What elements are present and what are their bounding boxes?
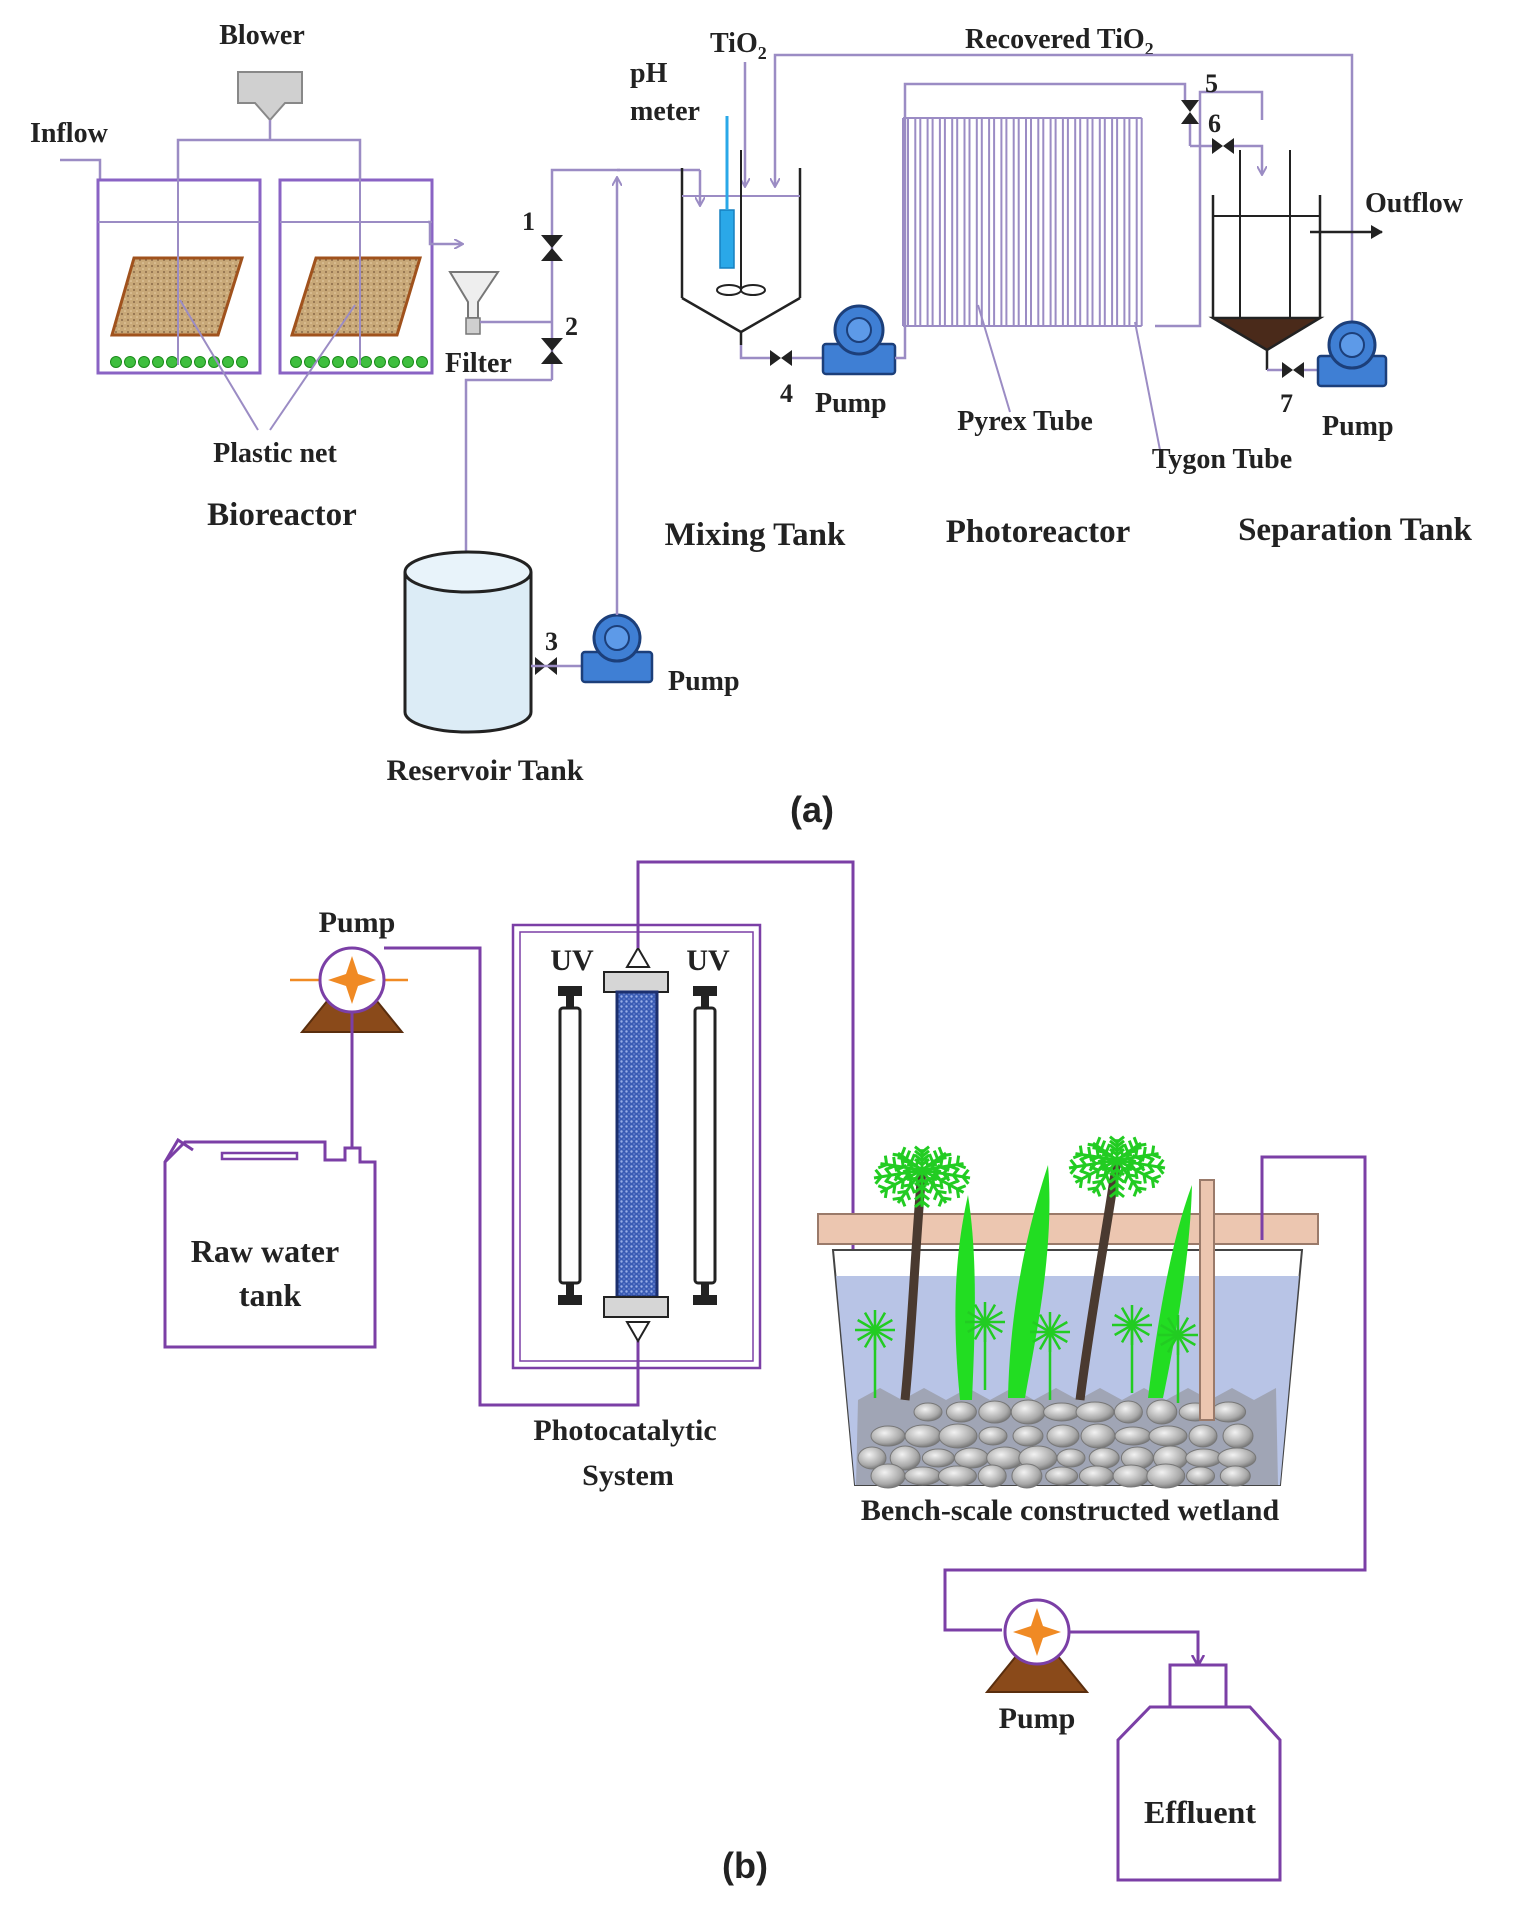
filter-label: Filter [445,348,512,379]
stirrer-blade-right [740,284,766,296]
uv-lamp-left [558,986,582,1305]
pump-top[interactable] [290,946,408,1033]
mixing-tank-label: Mixing Tank [665,517,846,553]
plastic-net-label: Plastic net [213,438,337,469]
wetland-outlet-post [1199,1179,1215,1421]
pump-bottom-label: Pump [999,1702,1076,1735]
effluent-label: Effluent [1144,1794,1256,1830]
tygon-tube-line [1155,90,1264,328]
tygon-tube-label: Tygon Tube [1152,444,1292,475]
separation-tank [1208,150,1325,370]
recovered-tio2-line [775,53,1354,350]
plastic-net-pointers [179,299,356,431]
raw-water-tank [163,1137,377,1349]
bioreactor-tank-right [278,178,434,375]
panel-a-caption: (a) [790,789,834,830]
aeration-bubbles-left [110,356,248,368]
panel-b: Pump Raw water tank UV UV [163,860,1367,1886]
aeration-bubbles-right [290,356,428,368]
catalyst-column [603,946,669,1343]
valve-6-label: 6 [1208,109,1221,138]
pump-to-effluent-line [1069,1630,1198,1665]
uv-right-label: UV [686,944,730,977]
pump-separation-label: Pump [1322,411,1394,442]
valve-7[interactable] [1282,362,1304,378]
ph-probe [719,209,735,269]
valve-7-label: 7 [1280,389,1293,418]
wetland-gravel [857,1399,1257,1489]
ph-meter-label-line2: meter [630,96,700,127]
pump-bottom[interactable] [984,1598,1090,1693]
sludge [1208,316,1325,352]
column-to-wetland-line [636,860,853,1262]
plastic-net-right [289,256,423,337]
pump-separation[interactable] [1316,320,1388,388]
pump-bottom-star-icon [1013,1608,1061,1656]
photocatalytic-label-line1: Photocatalytic [533,1414,716,1447]
inflow-label: Inflow [30,118,109,149]
recovered-tio2-text: Recovered TiO [965,24,1145,55]
pump-mixing[interactable] [821,304,897,376]
mixing-tank [680,116,802,345]
recovered-tio2-subscript: 2 [1145,39,1154,59]
wetland-support-board [817,1213,1319,1245]
pump-top-star-icon [328,956,376,1004]
reservoir-tank-label: Reservoir Tank [387,754,584,787]
pump-reservoir-label: Pump [668,666,740,697]
valve-3-label: 3 [545,627,558,656]
separation-tank-label: Separation Tank [1238,512,1472,548]
uv-lamp-right [693,986,717,1305]
valve-4-label: 4 [780,379,793,408]
uv-left-label: UV [550,944,594,977]
raw-water-label-line2: tank [239,1277,301,1313]
valve-1[interactable] [541,235,563,261]
tio2-label: TiO2 [710,28,767,63]
pyrex-pointer [977,304,1011,413]
wetland-label: Bench-scale constructed wetland [861,1494,1280,1527]
constructed-wetland [817,1135,1319,1489]
valve-2[interactable] [541,338,563,364]
reservoir-tank [403,550,533,734]
ph-meter-label-line1: pH [630,58,668,89]
effluent-tank [1116,1663,1282,1882]
photoreactor-tubes [902,117,1143,327]
pyrex-tube-label: Pyrex Tube [957,406,1093,437]
outflow-label: Outflow [1365,188,1464,219]
tio2-text: TiO [710,28,758,59]
filter [448,271,500,335]
tygon-pointer [1134,321,1161,451]
valve-4[interactable] [770,350,792,366]
pump-top-label: Pump [319,906,396,939]
pump-mixing-label: Pump [815,388,887,419]
valve-6[interactable] [1212,138,1234,154]
blower-label: Blower [219,20,305,51]
stirrer-blade-left [716,284,742,296]
photoreactor-label: Photoreactor [946,514,1130,550]
wetland-plants [855,1135,1198,1403]
photocatalytic-label-line2: System [582,1459,674,1492]
raw-water-tank-handle [220,1151,299,1161]
raw-water-label-line1: Raw water [191,1233,339,1269]
valve-1-label: 1 [522,207,535,236]
bioreactor-label: Bioreactor [207,497,357,533]
wetland-outlet-line [943,1155,1367,1632]
recovered-tio2-label: Recovered TiO2 [965,24,1154,59]
panel-a: Blower Inflow [30,20,1473,830]
valve-5[interactable] [1181,100,1199,124]
tio2-subscript: 2 [758,43,767,63]
panel-b-caption: (b) [722,1845,768,1886]
pump-reservoir[interactable] [580,613,654,684]
valve-2-label: 2 [565,312,578,341]
valve-5-label: 5 [1205,69,1218,98]
feed-line-to-column [384,946,640,1407]
